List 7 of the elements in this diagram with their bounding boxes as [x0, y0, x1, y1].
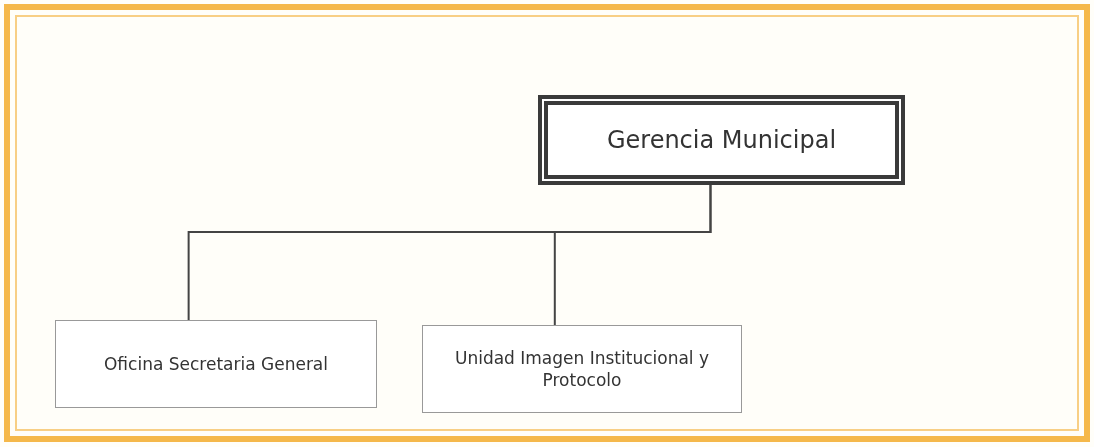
org-box [55, 320, 377, 408]
connector-line [553, 184, 712, 326]
org-box [422, 325, 742, 413]
org-box [538, 95, 905, 185]
box-label: Unidad Imagen Institucional y Protocolo [453, 346, 711, 392]
box-label: Gerencia Municipal [606, 126, 837, 154]
box-label: Oficina Secretaria General [103, 352, 328, 376]
